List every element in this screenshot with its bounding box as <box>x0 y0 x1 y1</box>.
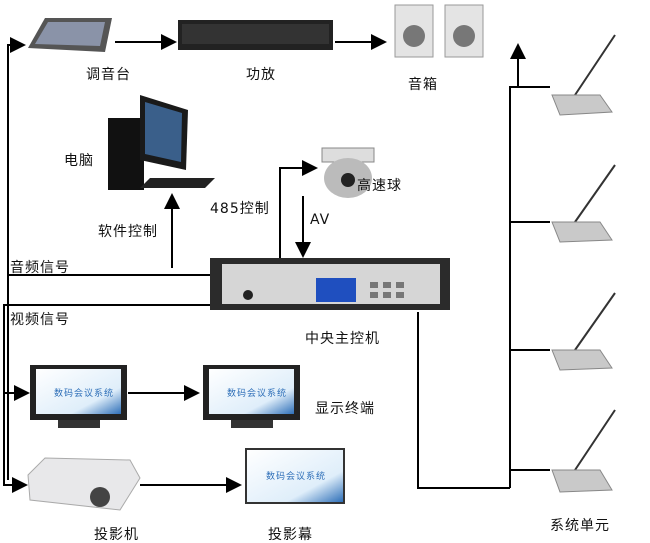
main-controller-label: 中央主控机 <box>305 331 380 347</box>
display-2-image <box>203 365 300 428</box>
system-unit-label: 系统单元 <box>550 518 610 534</box>
amplifier-image <box>178 20 333 50</box>
display-1-image <box>30 365 127 428</box>
audio-signal-label: 音频信号 <box>10 260 70 276</box>
projector-image <box>27 457 141 511</box>
av-label: AV <box>310 212 331 228</box>
video-signal-label: 视频信号 <box>10 312 70 328</box>
rs485-control-label: 485控制 <box>210 201 270 217</box>
mixer-label: 调音台 <box>86 67 131 83</box>
computer-label: 电脑 <box>64 153 94 169</box>
computer-image <box>108 95 215 190</box>
screen-text: 数码会议系统 <box>227 389 288 399</box>
conference-unit <box>551 164 616 243</box>
projection-screen-image <box>245 448 345 504</box>
connection-lines <box>3 34 550 493</box>
projection-screen-label: 投影幕 <box>268 527 313 543</box>
ptz-camera-label: 高速球 <box>357 178 402 194</box>
display-terminal-label: 显示终端 <box>315 401 375 417</box>
amplifier-label: 功放 <box>246 67 276 83</box>
conference-unit <box>551 409 616 493</box>
ptz-camera-image <box>321 147 375 198</box>
projector-label: 投影机 <box>94 527 139 543</box>
software-control-label: 软件控制 <box>98 224 158 240</box>
conference-unit <box>551 34 616 116</box>
mixer-image <box>28 18 112 52</box>
screen-text: 数码会议系统 <box>54 389 115 399</box>
main-controller-image <box>210 258 450 310</box>
speakers-image <box>394 4 484 58</box>
screen-text: 数码会议系统 <box>266 472 327 482</box>
speakers-label: 音箱 <box>408 77 438 93</box>
conference-unit <box>551 292 616 371</box>
conference-units <box>551 34 616 493</box>
